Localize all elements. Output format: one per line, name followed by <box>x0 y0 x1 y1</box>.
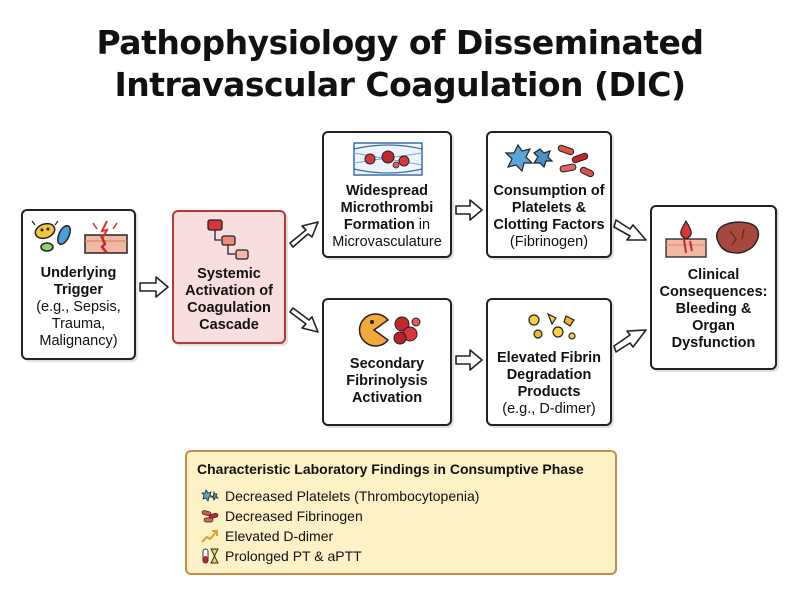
trigger-detail-3: Malignancy) <box>39 333 118 349</box>
lab-item-text: Decreased Platelets (Thrombocytopenia) <box>225 488 480 504</box>
lab-item: Decreased Fibrinogen <box>201 507 363 525</box>
title-line-1: Pathophysiology of Disseminated <box>96 23 705 62</box>
fibrinolysis-line-1: Secondary <box>349 356 425 372</box>
arrow-consumption-to-clinical <box>613 219 647 241</box>
arrow-trigger-to-systemic <box>139 276 169 298</box>
clinical-line-5: Dysfunction <box>671 335 756 351</box>
lab-item: Decreased Platelets (Thrombocytopenia) <box>201 487 479 505</box>
fdp-line-4: (e.g., D-dimer) <box>502 401 596 417</box>
lab-item-text: Elevated D-dimer <box>225 528 334 544</box>
platelet-icon <box>201 489 219 502</box>
trigger-title-1: Underlying <box>40 265 117 281</box>
cascade-icon <box>207 219 249 260</box>
fdp-line-2: Degradation <box>506 367 592 383</box>
systemic-line-3: Coagulation <box>187 300 271 316</box>
clinical-line-3: Bleeding & <box>675 301 752 317</box>
arrow-fibrinolysis-to-fdp <box>455 349 483 371</box>
microthrombi-line-4: Microvasculature <box>332 234 442 250</box>
title-line-2: Intravascular Coagulation (DIC) <box>114 65 686 104</box>
microthrombi-line-1: Widespread <box>345 183 429 199</box>
fibrinolysis-chomp-icon <box>358 313 421 347</box>
fibrinolysis-line-2: Fibrinolysis <box>346 373 428 389</box>
skin-trauma-icon <box>84 220 128 254</box>
clinical-line-1: Clinical <box>687 267 740 283</box>
clinical-line-4: Organ <box>692 318 735 334</box>
box-consumption-platelets: Consumption of Platelets & Clotting Fact… <box>486 131 612 258</box>
arrow-systemic-to-microthrombi <box>289 221 319 248</box>
platelets-fibrinogen-icon <box>504 143 595 178</box>
box-clinical-consequences: Clinical Consequences: Bleeding & Organ … <box>650 205 777 370</box>
trend-up-icon <box>201 530 218 543</box>
microthrombi-line-2: Microthrombi <box>340 200 434 216</box>
test-tube-hourglass-icon <box>202 548 219 564</box>
systemic-line-1: Systemic <box>197 266 261 282</box>
consumption-line-2: Platelets & <box>511 200 587 216</box>
fdp-line-1: Elevated Fibrin <box>497 350 601 366</box>
lab-findings-title: Characteristic Laboratory Findings in Co… <box>197 461 584 477</box>
systemic-line-4: Cascade <box>199 317 259 333</box>
trigger-detail-1: (e.g., Sepsis, <box>36 299 121 315</box>
arrow-microthrombi-to-consumption <box>455 199 483 221</box>
page-title: Pathophysiology of Disseminated Intravas… <box>0 22 800 106</box>
arrow-systemic-to-fibrinolysis <box>289 307 319 333</box>
fibrinogen-icon <box>201 510 219 523</box>
consumption-line-3: Clotting Factors <box>493 217 605 233</box>
microthrombi-line-3: Formation <box>343 217 415 233</box>
lab-item: Elevated D-dimer <box>201 527 333 545</box>
bleeding-organ-icon <box>665 219 760 258</box>
lab-item: Prolonged PT & aPTT <box>201 547 362 565</box>
box-fibrin-degradation-products: Elevated Fibrin Degradation Products (e.… <box>486 298 612 426</box>
consumption-line-4: (Fibrinogen) <box>509 234 589 250</box>
systemic-line-2: Activation of <box>185 283 273 299</box>
box-secondary-fibrinolysis: Secondary Fibrinolysis Activation <box>322 298 452 426</box>
fibrin-fragments-icon <box>528 312 576 340</box>
lab-findings-panel: Characteristic Laboratory Findings in Co… <box>185 450 617 575</box>
box-systemic-activation: Systemic Activation of Coagulation Casca… <box>172 210 286 344</box>
lab-item-text: Decreased Fibrinogen <box>225 508 363 524</box>
microthrombi-line-3b: in <box>414 217 431 233</box>
bacteria-icon <box>31 220 71 252</box>
lab-item-text: Prolonged PT & aPTT <box>225 548 362 564</box>
fdp-line-3: Products <box>517 384 581 400</box>
arrow-fdp-to-clinical <box>613 329 647 353</box>
box-underlying-trigger: Underlying Trigger (e.g., Sepsis, Trauma… <box>21 209 136 360</box>
blood-vessel-clot-icon <box>353 142 423 176</box>
fibrinolysis-line-3: Activation <box>351 390 423 406</box>
consumption-line-1: Consumption of <box>493 183 605 199</box>
box-microthrombi-formation: Widespread Microthrombi Formation in Mic… <box>322 131 452 258</box>
trigger-title-2: Trigger <box>53 282 104 298</box>
trigger-detail-2: Trauma, <box>51 316 106 332</box>
clinical-line-2: Consequences: <box>659 284 768 300</box>
